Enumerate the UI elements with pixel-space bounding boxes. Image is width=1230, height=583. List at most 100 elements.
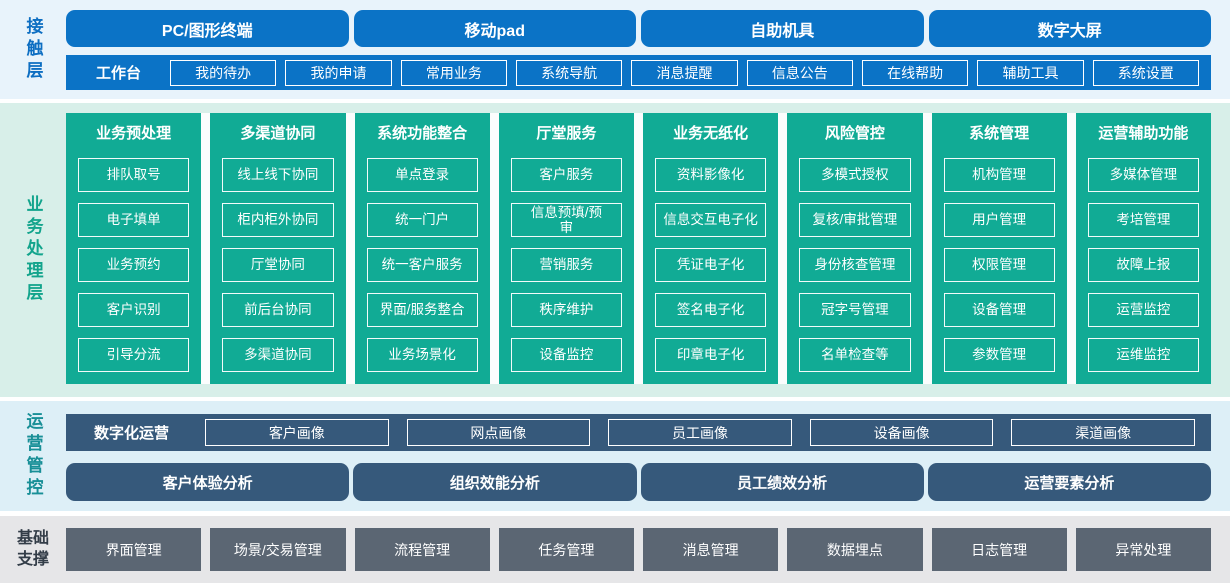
analysis-row: 客户体验分析 组织效能分析 员工绩效分析 运营要素分析: [66, 463, 1211, 501]
foundation-layer-label: 基础支撑: [16, 529, 49, 568]
foundation-layer-side: 基础支撑: [0, 516, 66, 583]
business-layer-side: 业务处理层: [0, 103, 66, 397]
column-title: 业务无纸化: [673, 125, 749, 142]
contact-layer-body: PC/图形终端 移动pad 自助机具 数字大屏 工作台 我的待办 我的申请 常用…: [66, 0, 1230, 99]
business-column-hall-service: 厅堂服务 客户服务 信息预填/预审 营销服务 秩序维护 设备监控: [498, 113, 634, 384]
foundation-item-ui-management: 界面管理: [66, 528, 202, 571]
feature-item-text: 信息预填/预审: [530, 204, 602, 235]
feature-item: 故障上报: [1087, 248, 1199, 282]
operations-control-layer: 运营管控 数字化运营 客户画像 网点画像 员工画像 设备画像 渠道画像 客户体验…: [0, 401, 1230, 511]
foundation-item-process-management: 流程管理: [354, 528, 490, 571]
feature-item: 运维监控: [1087, 338, 1199, 372]
feature-item: 印章电子化: [655, 338, 767, 372]
feature-item: 复核/审批管理: [799, 203, 911, 237]
analysis-organization-efficiency: 组织效能分析: [353, 463, 637, 501]
feature-item: 多渠道协同: [222, 338, 334, 372]
feature-item: 签名电子化: [655, 293, 767, 327]
workbench-item-my-applications: 我的申请: [285, 59, 392, 86]
workbench-item-common-business: 常用业务: [400, 59, 507, 86]
analysis-employee-performance: 员工绩效分析: [640, 463, 924, 501]
feature-item: 线上线下协同: [222, 158, 334, 192]
feature-item: 凭证电子化: [655, 248, 767, 282]
feature-item: 多媒体管理: [1087, 158, 1199, 192]
terminal-digital-screen: 数字大屏: [928, 10, 1211, 47]
business-column-operations-support: 运营辅助功能 多媒体管理 考培管理 故障上报 运营监控 运维监控: [1075, 113, 1211, 384]
portrait-item-employee: 员工画像: [608, 419, 792, 446]
feature-item: 考培管理: [1087, 203, 1199, 237]
feature-item: 设备监控: [510, 338, 622, 372]
feature-item: 设备管理: [943, 293, 1055, 327]
portrait-item-device: 设备画像: [809, 419, 994, 446]
analysis-operation-elements: 运营要素分析: [927, 463, 1211, 501]
column-title: 系统功能整合: [377, 125, 468, 142]
feature-item: 秩序维护: [510, 293, 622, 327]
feature-item: 前后台协同: [222, 293, 334, 327]
column-title: 厅堂服务: [536, 125, 597, 142]
workbench-bar: 工作台 我的待办 我的申请 常用业务 系统导航 消息提醒 信息公告 在线帮助 辅…: [66, 55, 1211, 90]
foundation-item-data-tracking: 数据埋点: [787, 528, 923, 571]
foundation-layer-body: 界面管理 场景/交易管理 流程管理 任务管理 消息管理 数据埋点 日志管理 异常…: [66, 516, 1230, 583]
feature-item: 业务场景化: [366, 338, 478, 372]
business-column-paperless: 业务无纸化 资料影像化 信息交互电子化 凭证电子化 签名电子化 印章电子化: [643, 113, 779, 384]
business-column-system-management: 系统管理 机构管理 用户管理 权限管理 设备管理 参数管理: [931, 113, 1067, 384]
business-column-multi-channel: 多渠道协同 线上线下协同 柜内柜外协同 厅堂协同 前后台协同 多渠道协同: [210, 113, 346, 384]
workbench-item-system-settings: 系统设置: [1092, 59, 1199, 86]
feature-item: 多模式授权: [799, 158, 911, 192]
feature-item: 单点登录: [366, 158, 478, 192]
column-title: 系统管理: [969, 125, 1030, 142]
feature-item: 客户识别: [78, 293, 190, 327]
feature-item: 业务预约: [78, 248, 190, 282]
portrait-item-branch: 网点画像: [406, 419, 591, 446]
contact-layer-label: 接触层: [23, 16, 43, 83]
foundation-item-scene-transaction: 场景/交易管理: [210, 528, 346, 571]
digital-operation-label: 数字化运营: [94, 425, 170, 442]
business-columns: 业务预处理 排队取号 电子填单 业务预约 客户识别 引导分流 多渠道协同 线上线…: [66, 113, 1211, 384]
operations-layer-label: 运营管控: [23, 412, 43, 500]
foundation-support-layer: 基础支撑 界面管理 场景/交易管理 流程管理 任务管理 消息管理 数据埋点 日志…: [0, 516, 1230, 583]
operations-layer-body: 数字化运营 客户画像 网点画像 员工画像 设备画像 渠道画像 客户体验分析 组织…: [66, 401, 1230, 511]
workbench-label: 工作台: [96, 65, 142, 82]
feature-item: 身份核查管理: [799, 248, 911, 282]
feature-item: 电子填单: [78, 203, 190, 237]
column-title: 多渠道协同: [240, 125, 316, 142]
foundation-item-exception-handling: 异常处理: [1075, 528, 1211, 571]
portrait-item-channel: 渠道画像: [1011, 419, 1195, 446]
workbench-item-my-todo: 我的待办: [170, 59, 277, 86]
feature-item: 资料影像化: [655, 158, 767, 192]
business-layer-label: 业务处理层: [23, 195, 43, 305]
feature-item: 信息预填/预审: [510, 203, 622, 237]
feature-item: 机构管理: [943, 158, 1055, 192]
column-title: 风险管控: [824, 125, 885, 142]
contact-layer: 接触层 PC/图形终端 移动pad 自助机具 数字大屏 工作台 我的待办 我的申…: [0, 0, 1230, 99]
feature-item: 客户服务: [510, 158, 622, 192]
feature-item: 权限管理: [943, 248, 1055, 282]
feature-item: 冠字号管理: [799, 293, 911, 327]
feature-item: 排队取号: [78, 158, 190, 192]
feature-item: 参数管理: [943, 338, 1055, 372]
business-column-preprocessing: 业务预处理 排队取号 电子填单 业务预约 客户识别 引导分流: [66, 113, 202, 384]
workbench-item-message-alerts: 消息提醒: [631, 59, 738, 86]
workbench-item-online-help: 在线帮助: [861, 59, 969, 86]
workbench-item-system-navigation: 系统导航: [516, 59, 623, 86]
column-title: 运营辅助功能: [1098, 125, 1189, 142]
feature-item: 营销服务: [510, 248, 622, 282]
terminal-row: PC/图形终端 移动pad 自助机具 数字大屏: [66, 10, 1211, 47]
workbench-item-auxiliary-tools: 辅助工具: [977, 59, 1084, 86]
terminal-self-service: 自助机具: [641, 10, 924, 47]
feature-item: 运营监控: [1087, 293, 1199, 327]
terminal-pc-graphic: PC/图形终端: [66, 10, 349, 47]
business-column-system-integration: 系统功能整合 单点登录 统一门户 统一客户服务 界面/服务整合 业务场景化: [354, 113, 490, 384]
column-title: 业务预处理: [96, 125, 172, 142]
foundation-item-log-management: 日志管理: [931, 528, 1067, 571]
digital-operation-bar: 数字化运营 客户画像 网点画像 员工画像 设备画像 渠道画像: [66, 414, 1211, 451]
foundation-row: 界面管理 场景/交易管理 流程管理 任务管理 消息管理 数据埋点 日志管理 异常…: [66, 528, 1211, 571]
business-column-risk-control: 风险管控 多模式授权 复核/审批管理 身份核查管理 冠字号管理 名单检查等: [787, 113, 923, 384]
feature-item: 用户管理: [943, 203, 1055, 237]
feature-item: 统一客户服务: [366, 248, 478, 282]
feature-item: 信息交互电子化: [655, 203, 767, 237]
feature-item: 名单检查等: [799, 338, 911, 372]
portrait-item-customer: 客户画像: [205, 419, 389, 446]
feature-item: 厅堂协同: [222, 248, 334, 282]
business-processing-layer: 业务处理层 业务预处理 排队取号 电子填单 业务预约 客户识别 引导分流 多渠道…: [0, 103, 1230, 397]
